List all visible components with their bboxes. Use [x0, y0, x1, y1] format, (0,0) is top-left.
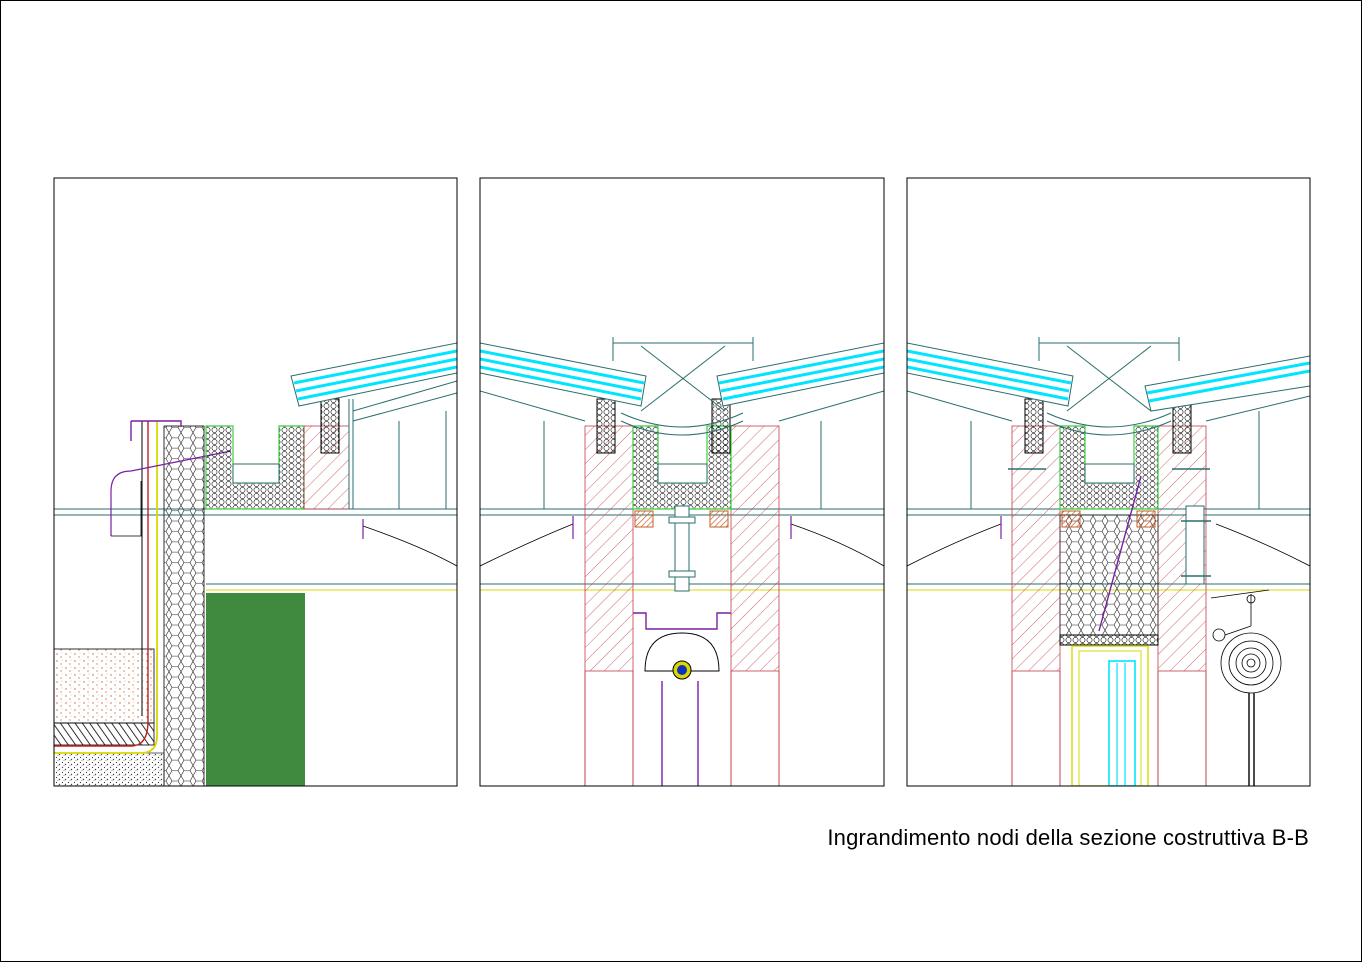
soil-layer: [54, 648, 155, 724]
window-frame: [1071, 645, 1149, 786]
detail-panel-2: [479, 177, 885, 787]
gravel-layer: [54, 752, 165, 786]
green-roof-block: [206, 593, 305, 786]
roller-mechanism: [1210, 589, 1282, 786]
glazing-panel: [290, 342, 457, 407]
insulation-column: [163, 425, 205, 786]
detail-panel-3: [906, 177, 1311, 787]
truss: [612, 337, 754, 436]
detail-panel-1: [53, 177, 458, 787]
drawing-caption: Ingrandimento nodi della sezione costrut…: [827, 825, 1309, 850]
